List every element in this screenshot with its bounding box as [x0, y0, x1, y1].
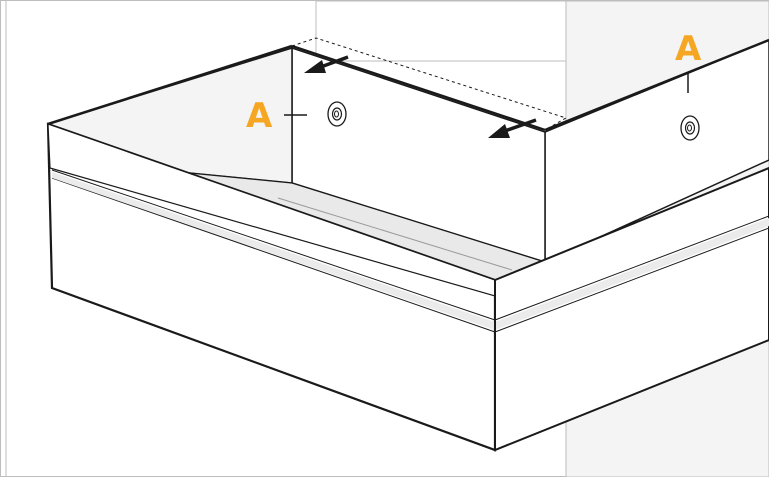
callout-label-left: A [246, 96, 273, 136]
screw-hole-icon [680, 115, 700, 141]
left-top-edge [47, 44, 293, 126]
right-lip-line-2 [494, 227, 769, 333]
back-wall-panel [315, 0, 567, 62]
wall-top-edge [544, 38, 769, 132]
right-lip-line-1 [494, 215, 769, 321]
arrow-icon [488, 118, 537, 138]
arrow-icon [304, 55, 349, 73]
front-lip-line-2 [51, 177, 496, 333]
dashed-outline [291, 37, 568, 131]
front-lip-line-1 [51, 169, 496, 321]
callout-label-right: A [675, 29, 702, 69]
front-lip-shade [52, 172, 495, 330]
back-top-edge [291, 44, 546, 132]
right-lip-shade [495, 218, 769, 330]
floor-crease [277, 197, 513, 271]
screw-hole-icon [327, 101, 347, 127]
